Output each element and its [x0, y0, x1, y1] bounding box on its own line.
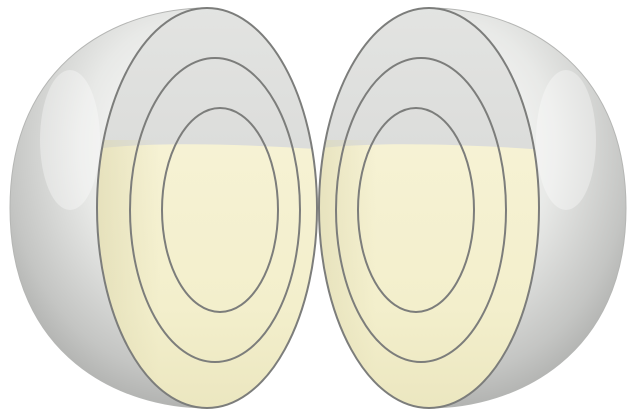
right-shell-highlight [536, 70, 596, 210]
right-hemisphere [306, 0, 626, 416]
left-shell-highlight [40, 70, 100, 210]
left-hemisphere [10, 0, 330, 416]
